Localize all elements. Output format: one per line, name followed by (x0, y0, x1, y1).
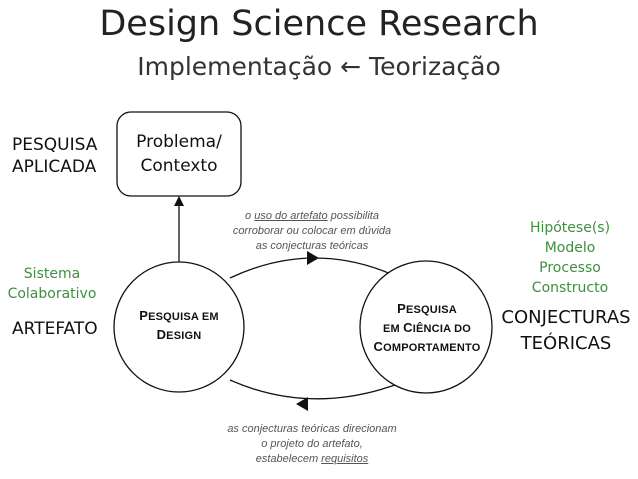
problem-context-label: Problema/ Contexto (117, 112, 241, 196)
applied-research-label: PESQUISA APLICADA (12, 135, 98, 177)
behavioral-science-circle (359, 260, 493, 394)
bottom-arc-caption: as conjecturas teóricas direcionam o pro… (227, 423, 397, 465)
problem-line-1: Problema/ (136, 132, 222, 152)
page-subtitle: Implementação ← Teorização (137, 52, 501, 81)
top-cycle-arc (229, 257, 401, 279)
list-item: Processo (539, 260, 601, 276)
artifact-label: ARTEFATO (12, 319, 98, 339)
bottom-arc-arrowhead (296, 397, 308, 411)
list-item: Hipótese(s) (529, 220, 611, 236)
theoretical-conjectures-label: CONJECTURAS TEÓRICAS (501, 307, 631, 354)
page-title: Design Science Research (99, 4, 539, 44)
top-arc-arrowhead (307, 251, 319, 265)
list-item: Modelo (544, 240, 596, 256)
list-item: Constructo (531, 280, 609, 296)
theory-constructs-list: Hipótese(s) Modelo Processo Constructo (520, 218, 620, 298)
top-arc-caption: o uso do artefato possibilita corroborar… (232, 210, 392, 252)
behavioral-science-label: PESQUISA EM CIÊNCIA DO COMPORTAMENTO (373, 300, 481, 354)
problem-line-2: Contexto (140, 156, 218, 176)
collaborative-system-label: Sistema Colaborativo (7, 266, 97, 302)
design-research-circle (113, 261, 245, 393)
design-research-label: PESQUISA EM DESIGN (139, 308, 219, 342)
